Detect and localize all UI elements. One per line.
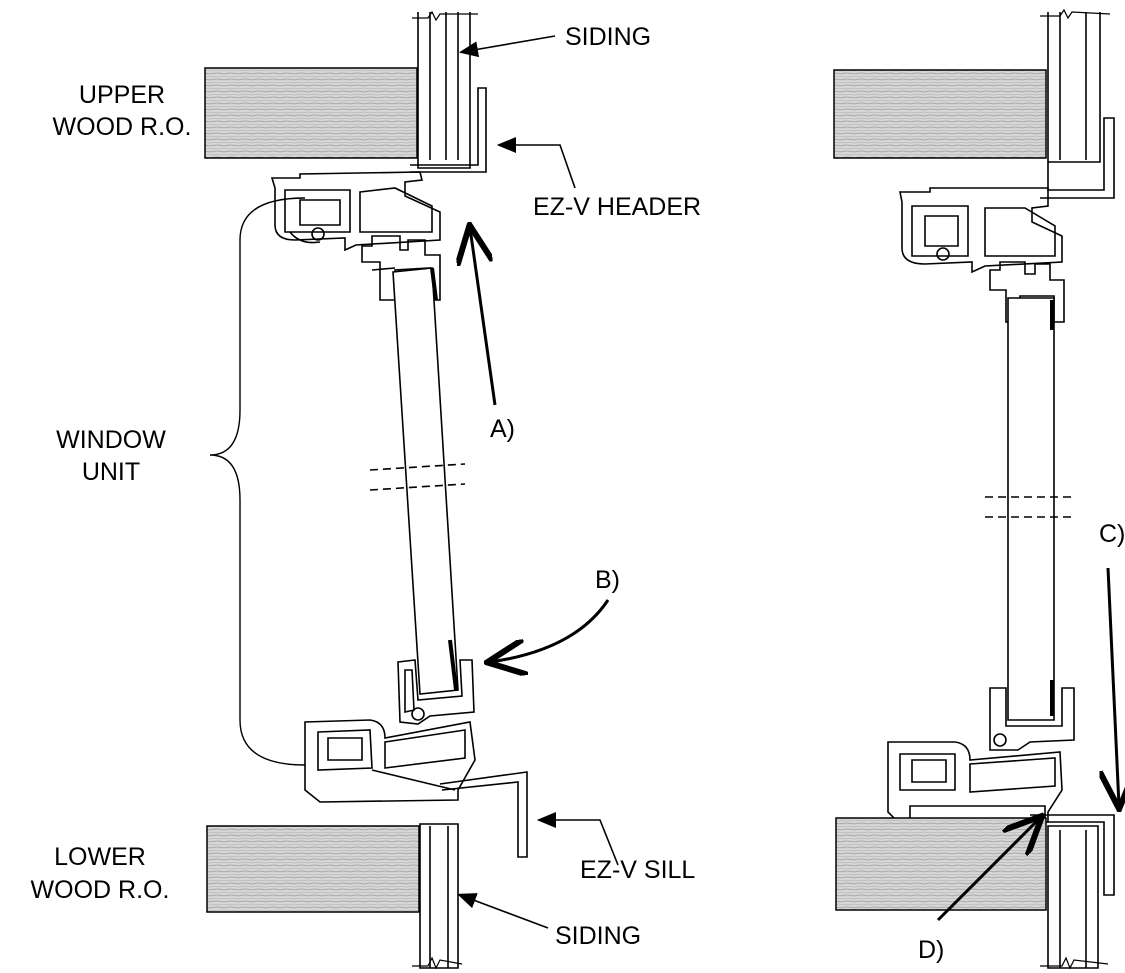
- window-sill-frame-right: [887, 741, 1063, 825]
- arrow-c: [1108, 567, 1119, 806]
- window-lower-sash-right: [989, 687, 1075, 751]
- label-window-unit-line2: UNIT: [82, 458, 140, 486]
- label-callout-a: A): [490, 415, 515, 443]
- label-lower-ro-line2: WOOD R.O.: [31, 876, 170, 904]
- arrow-siding-top: [458, 35, 556, 58]
- window-head-frame-right: [899, 187, 1063, 274]
- ez-v-header-left: [410, 87, 487, 173]
- arrow-b: [490, 599, 610, 662]
- lower-wood-ro-right: [835, 817, 1047, 911]
- siding-top-right: [1040, 8, 1111, 163]
- siding-top-left: [412, 10, 478, 169]
- left-detail: [204, 10, 619, 970]
- label-callout-c: C): [1099, 520, 1125, 548]
- siding-bottom-left: [412, 823, 463, 970]
- siding-bottom-right: [1040, 825, 1109, 970]
- label-siding-bottom: SIDING: [555, 922, 641, 950]
- window-upper-sash-left: [361, 235, 441, 301]
- arrow-d: [936, 818, 1040, 922]
- arrow-header: [496, 137, 576, 189]
- ez-v-sill-left: [439, 771, 528, 858]
- arrow-a: [470, 228, 497, 406]
- window-head-frame-left: [270, 171, 441, 252]
- lower-wood-ro-left: [206, 825, 420, 913]
- arrow-siding-bottom: [457, 893, 549, 929]
- ez-v-header-right: [1040, 117, 1115, 199]
- upper-wood-ro-left: [204, 67, 418, 159]
- window-unit-bracket: [209, 197, 306, 766]
- upper-wood-ro-right: [833, 69, 1047, 159]
- label-lower-ro-line1: LOWER: [54, 843, 146, 871]
- label-window-unit-line1: WINDOW: [56, 426, 166, 454]
- labels: SIDING UPPER WOOD R.O. EZ-V HEADER WINDO…: [31, 23, 1125, 964]
- label-siding-top: SIDING: [565, 23, 651, 51]
- window-lower-sash-left: [397, 659, 475, 725]
- glass-panel-right: [985, 297, 1075, 721]
- ez-v-sill-right: [1030, 814, 1115, 896]
- label-sill: EZ-V SILL: [580, 856, 695, 884]
- window-sill-frame-left: [304, 719, 476, 803]
- label-callout-b: B): [595, 566, 620, 594]
- label-header: EZ-V HEADER: [533, 193, 701, 221]
- glass-panel-left: [369, 267, 466, 695]
- label-callout-d: D): [918, 936, 944, 964]
- label-upper-ro-line2: WOOD R.O.: [53, 113, 192, 141]
- window-upper-sash-right: [989, 261, 1065, 323]
- arrow-sill: [536, 812, 619, 866]
- label-upper-ro-line1: UPPER: [79, 81, 165, 109]
- right-detail: [833, 8, 1119, 970]
